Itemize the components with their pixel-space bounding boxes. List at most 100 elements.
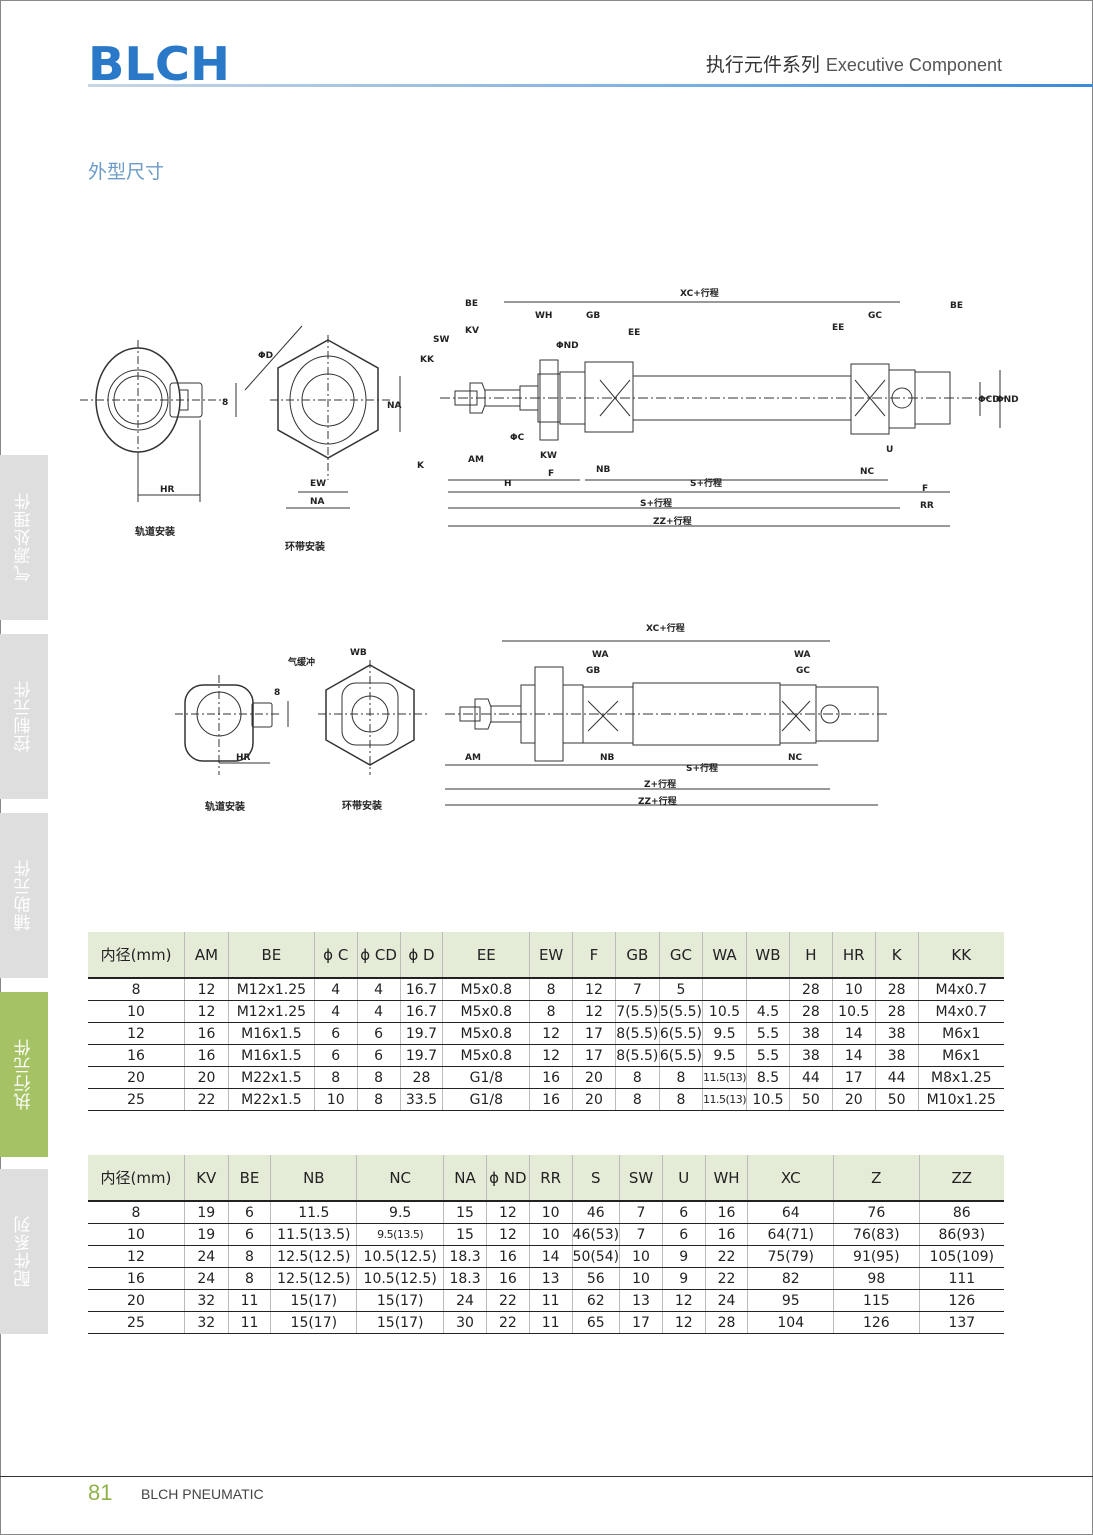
table-cell: 6(5.5) [658,1022,703,1045]
table-cell: 22 [184,1088,229,1111]
table-cell: 10.5(12.5) [356,1245,444,1268]
table-cell: 38 [874,1044,919,1067]
table-cell [701,978,747,1001]
side-tab-control[interactable]: 控制元件 [0,634,48,799]
table-header: HR [831,932,876,979]
table-header: XC [747,1155,834,1202]
dim-k: K [417,461,425,471]
side-tab-accessories[interactable]: 配件系列 [0,1169,48,1334]
table-cell: 12 [572,978,616,1001]
table-cell: 7 [614,978,660,1001]
dim-am: AM [468,455,484,465]
dim2-nc: NC [788,753,803,763]
table-cell: 28 [788,1000,833,1023]
table-header: GB [614,932,660,979]
blch-logo: BLCH [88,44,230,84]
table-header: ϕ C [313,932,358,979]
table-cell: 14 [528,1245,573,1268]
table-cell: 28 [874,978,919,1001]
table-cell: M12x1.25 [227,1000,315,1023]
table-cell: 126 [918,1289,1004,1312]
table-cell: 20 [831,1088,876,1111]
table-cell: 38 [788,1044,833,1067]
footer-brand: BLCH PNEUMATIC [141,1486,264,1502]
table-cell: 6 [661,1223,706,1246]
table-header: K [874,932,919,979]
table-cell: 11 [528,1311,573,1334]
table-cell: 5(5.5) [658,1000,703,1023]
header-title-cn: 执行元件系列 [705,54,820,76]
dim2-s: S+行程 [686,762,718,774]
table-cell: 12.5(12.5) [270,1245,357,1268]
table-cell: 8(5.5) [614,1022,660,1045]
side-tab-auxiliary[interactable]: 辅助元件 [0,813,48,978]
table-cell: 6 [313,1022,358,1045]
table-cell: 10.5 [746,1088,790,1111]
dim-wh: WH [535,311,552,321]
table-cell: M5x0.8 [442,978,530,1001]
table-cell: 12.5(12.5) [270,1267,357,1290]
table-cell: 50 [874,1088,919,1111]
table-cell: 8 [88,978,185,1001]
table-cell: 82 [747,1267,834,1290]
table-cell: M5x0.8 [442,1044,530,1067]
table-cell: M4x0.7 [917,978,1004,1001]
dim-zz: ZZ+行程 [653,515,692,527]
cylinder-side-view [440,301,1005,527]
table-cell: 15(17) [356,1311,444,1334]
dimension-drawing-1: HR 8 轨道安装 ΦD NA EW NA 环带安装 [80,287,1019,553]
table-cell: 12 [184,1000,229,1023]
dim2-wa: WA [592,650,609,660]
table-cell: 13 [619,1289,663,1312]
table-cell: 8 [529,978,573,1001]
side-tab-air-treatment[interactable]: 气源处理件 [0,455,48,620]
cylinder-side-view-2 [445,640,890,806]
table-header: WA [701,932,747,979]
table-cell: 10.5 [701,1000,747,1023]
table-cell: 8 [614,1066,660,1089]
side-tab-label: 辅助元件 [14,859,35,932]
dim-s-bottom: S+行程 [640,497,672,509]
table-cell: 17 [572,1022,616,1045]
table-cell: 8 [529,1000,573,1023]
table-cell: 9 [661,1245,706,1268]
table-cell: 115 [833,1289,920,1312]
table-cell: 7 [619,1201,663,1224]
dim2-z: Z+行程 [644,778,676,790]
dim-cd: ΦCD [978,395,1000,405]
table-cell: 56 [571,1267,620,1290]
dim2-eight: 8 [274,688,280,698]
dimension-table-2: 内径(mm) KV BE NB NC NA ϕ ND RR S SW U WH … [88,1155,1004,1334]
table-cell: 19 [183,1201,229,1224]
ring-mount-label: 环带安装 [285,540,325,553]
dim-ee-right: EE [832,323,844,333]
table-cell: 11 [528,1289,573,1312]
table-cell: 10 [619,1245,663,1268]
table-cell: 20 [88,1289,185,1312]
table-cell: 12 [661,1289,706,1312]
table-cell: M22x1.5 [227,1066,315,1089]
dim-nd: ΦND [556,341,579,351]
table-header: ϕ ND [485,1155,530,1202]
side-tab-actuator[interactable]: 执行元件 [0,992,48,1157]
table-cell: 46 [571,1201,620,1224]
dim2-gb: GB [586,666,600,676]
table-cell: 9.5 [701,1044,747,1067]
table-cell: 75(79) [747,1245,834,1268]
table-header-row: 内径(mm) AM BE ϕ C ϕ CD ϕ D EE EW F GB GC … [88,932,1004,979]
dim2-gc: GC [796,666,810,676]
table-header: ϕ CD [356,932,400,979]
table-cell: 86(93) [918,1223,1004,1246]
table-cell: 12 [88,1022,185,1045]
table-header: NC [356,1155,444,1202]
dimension-drawing-2: HR 8 轨道安装 气缓冲 WB 环带安装 XC+行程 WA GB WA GC [175,622,890,813]
table-cell: 24 [183,1245,229,1268]
table-cell: 104 [747,1311,834,1334]
table-cell [746,978,790,1001]
table-cell: 16 [88,1267,185,1290]
